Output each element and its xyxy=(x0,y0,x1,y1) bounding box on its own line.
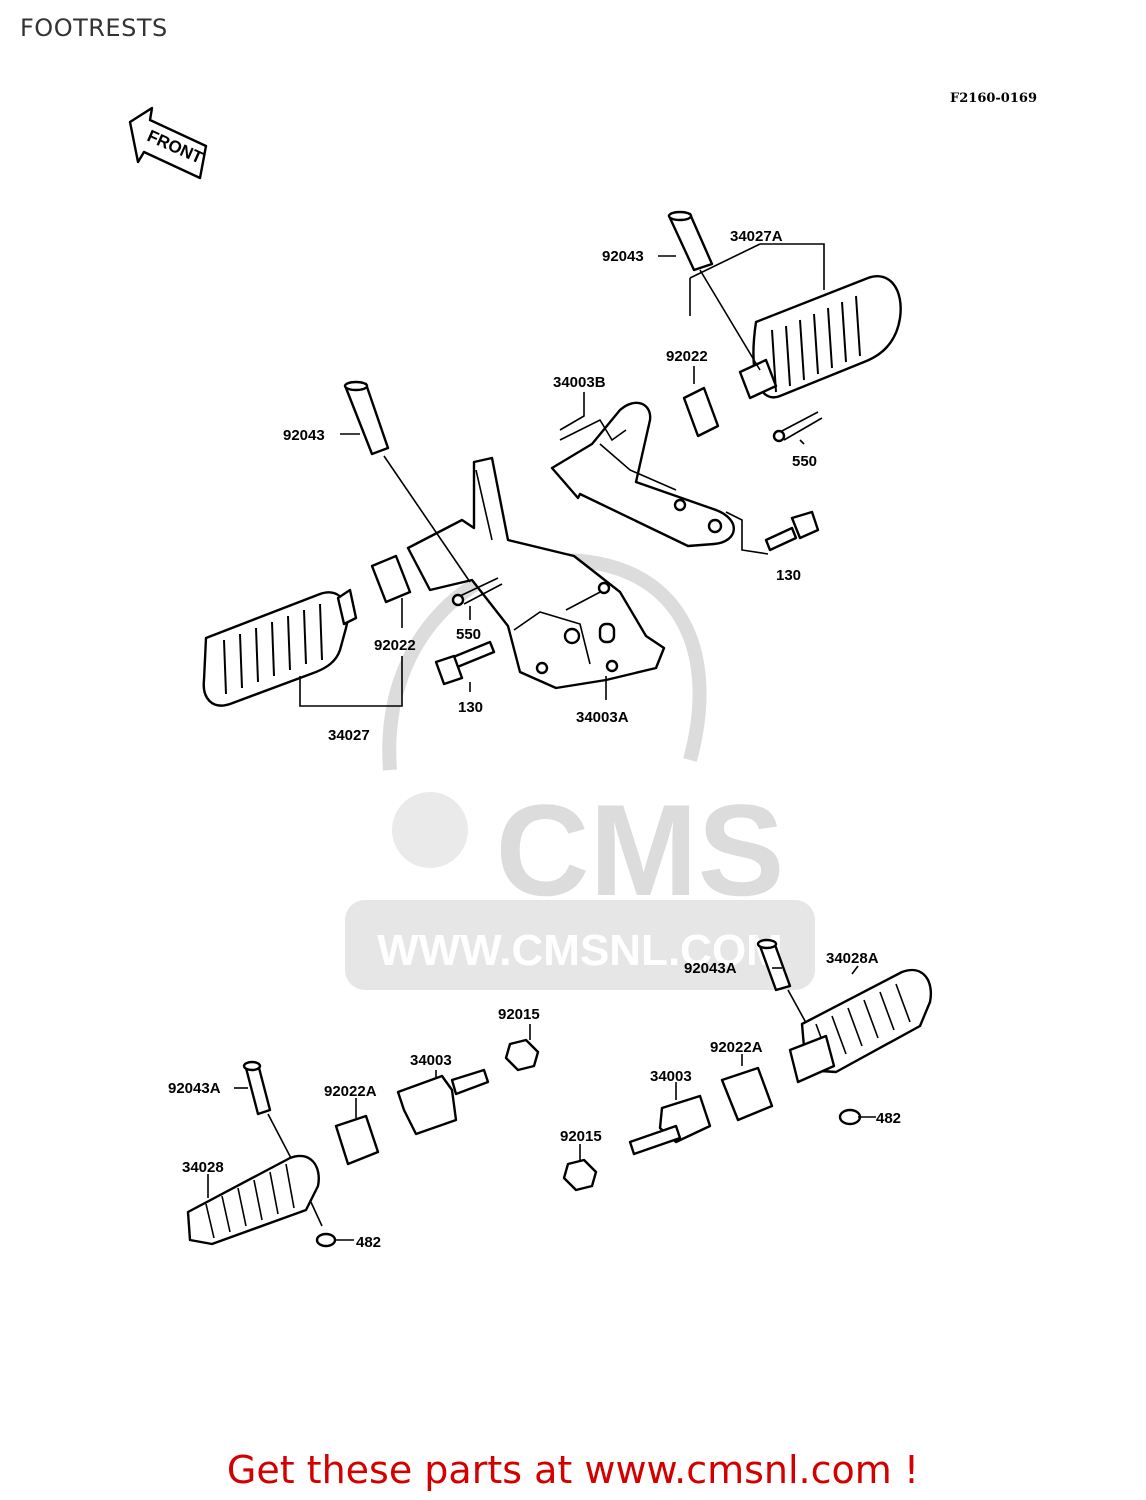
washer-92022-left xyxy=(370,554,412,604)
washer-92022A-left xyxy=(334,1114,380,1166)
footrest-peg-34027A xyxy=(738,275,902,400)
callout-130-right: 130 xyxy=(776,567,801,584)
front-arrow-icon: FRONT xyxy=(128,106,208,180)
watermark-brand: CMS xyxy=(496,777,785,923)
callout-34027: 34027 xyxy=(328,727,370,744)
nut-482-right xyxy=(838,1108,862,1126)
callout-92043A-right: 92043A xyxy=(684,960,737,977)
bolt-130-right xyxy=(764,510,820,552)
footrest-peg-34027 xyxy=(202,588,358,707)
page-title: FOOTRESTS xyxy=(20,14,168,42)
callout-92022-left: 92022 xyxy=(374,637,416,654)
callout-92043-left: 92043 xyxy=(283,427,325,444)
pivot-pin-92043A-right xyxy=(756,938,792,992)
callout-92043-top-right: 92043 xyxy=(602,248,644,265)
bracket-34003B xyxy=(550,401,735,548)
nut-92015-bottom xyxy=(562,1158,598,1192)
pivot-pin-92043A-left xyxy=(242,1060,272,1116)
callout-34003B: 34003B xyxy=(553,374,606,391)
cotter-pin-550-left xyxy=(451,577,503,607)
callout-92015-bottom: 92015 xyxy=(560,1128,602,1145)
callout-92022-top-right: 92022 xyxy=(666,348,708,365)
callout-92043A-left: 92043A xyxy=(168,1080,221,1097)
footer-link-banner[interactable]: Get these parts at www.cmsnl.com ! xyxy=(226,1448,920,1492)
washer-92022-top-right xyxy=(682,386,720,438)
callout-92022A-right: 92022A xyxy=(710,1039,763,1056)
figure-code: F2160-0169 xyxy=(950,91,1037,106)
callout-550-right: 550 xyxy=(792,453,817,470)
callout-34003A: 34003A xyxy=(576,709,629,726)
callout-92022A-left: 92022A xyxy=(324,1083,377,1100)
callout-92015-top: 92015 xyxy=(498,1006,540,1023)
callout-34028: 34028 xyxy=(182,1159,224,1176)
nut-482-left xyxy=(315,1232,337,1248)
washer-92022A-right xyxy=(720,1066,774,1122)
callout-34027A: 34027A xyxy=(730,228,783,245)
bracket-34003-left xyxy=(396,1068,490,1136)
cms-watermark: CMS WWW.CMSNL.COM xyxy=(345,552,815,990)
callout-34028A: 34028A xyxy=(826,950,879,967)
footrest-peg-34028A xyxy=(788,969,933,1084)
pivot-pin-92043-top-right xyxy=(667,210,714,272)
callout-130-left: 130 xyxy=(458,699,483,716)
bracket-34003A xyxy=(406,456,666,690)
callout-34003-mid-left: 34003 xyxy=(410,1052,452,1069)
pivot-pin-92043-left xyxy=(343,380,390,456)
bracket-34003-right xyxy=(628,1094,712,1156)
bolt-130-left xyxy=(434,640,496,686)
callout-34003-mid-right: 34003 xyxy=(650,1068,692,1085)
footrest-peg-34028 xyxy=(186,1154,320,1246)
watermark-url: WWW.CMSNL.COM xyxy=(377,926,783,975)
cotter-pin-550-right xyxy=(772,411,823,443)
nut-92015-top xyxy=(504,1038,540,1072)
callout-550-left: 550 xyxy=(456,626,481,643)
callout-482-right: 482 xyxy=(876,1110,901,1127)
callout-482-left: 482 xyxy=(356,1234,381,1251)
